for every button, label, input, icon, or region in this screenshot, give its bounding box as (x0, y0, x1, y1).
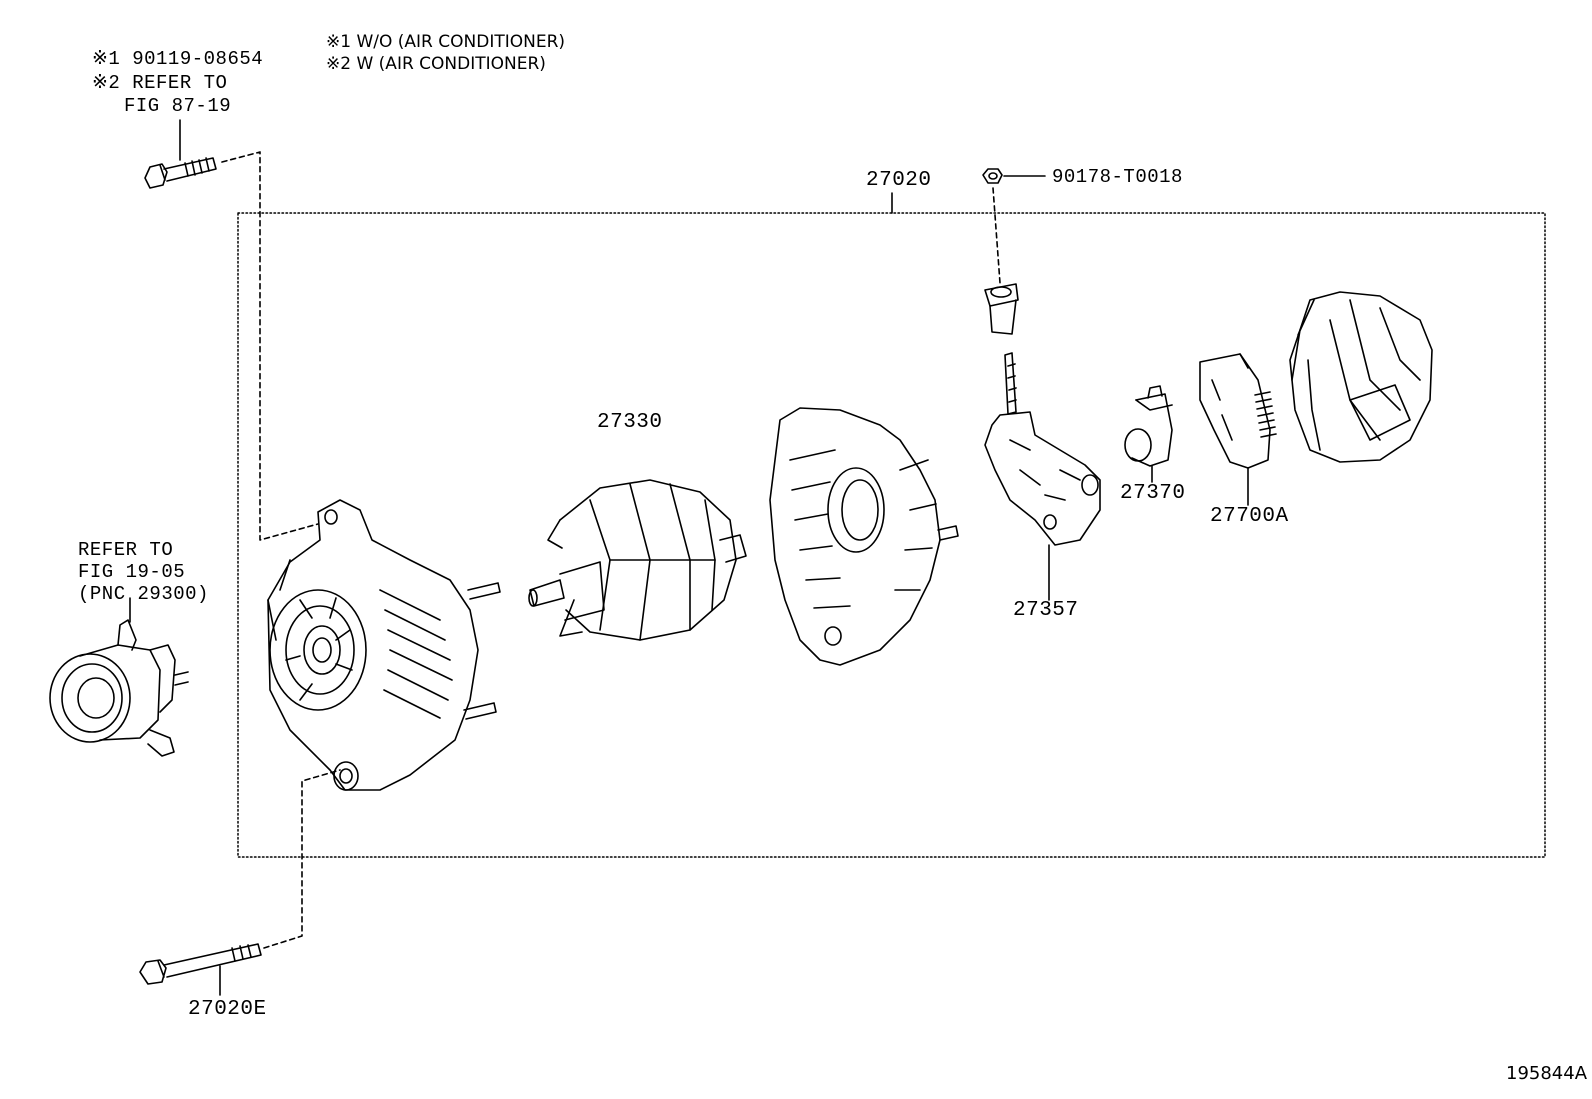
label-through-bolt-27020E: 27020E (188, 998, 267, 1021)
mounting-bolt-top (145, 120, 216, 188)
brush-holder-drawing (1125, 386, 1172, 482)
label-regulator-27700A: 27700A (1210, 505, 1289, 528)
bolt-bottom-dashed-path (264, 770, 340, 948)
drive-end-frame-drawing (268, 500, 500, 790)
rear-cover-drawing (1290, 292, 1432, 462)
bolt-top-dashed-path (222, 152, 318, 540)
pump-figure-ref: FIG 19-05 (78, 561, 186, 583)
label-assembly-27020: 27020 (866, 169, 932, 192)
through-bolt-bottom (140, 944, 261, 995)
terminal-insulator-drawing (985, 284, 1018, 334)
figure-id: 195844A (1506, 1063, 1588, 1084)
rotor-drawing (529, 480, 746, 640)
note-with-ac: ※2 W (AIR CONDITIONER) (326, 54, 546, 74)
label-brush-holder-27370: 27370 (1120, 482, 1186, 505)
label-nut-90178: 90178-T0018 (1052, 166, 1183, 188)
rectifier-drawing (985, 353, 1100, 600)
regulator-drawing (1200, 354, 1276, 505)
assembly-boundary-box (238, 213, 1545, 857)
note-without-ac: ※1 W/O (AIR CONDITIONER) (326, 32, 566, 52)
label-rectifier-27357: 27357 (1013, 599, 1079, 622)
nut-drawing (983, 169, 1045, 283)
bolt-part-number: ※1 90119-08654 (92, 48, 264, 70)
vacuum-pump-drawing (50, 598, 188, 756)
pump-refer-to: REFER TO (78, 539, 174, 561)
label-rotor-27330: 27330 (597, 411, 663, 434)
stator-frame-drawing (770, 408, 958, 665)
bolt-figure-ref: FIG 87-19 (124, 95, 232, 117)
bolt-refer-to: ※2 REFER TO (92, 72, 228, 94)
pump-pnc-ref: (PNC 29300) (78, 583, 209, 605)
